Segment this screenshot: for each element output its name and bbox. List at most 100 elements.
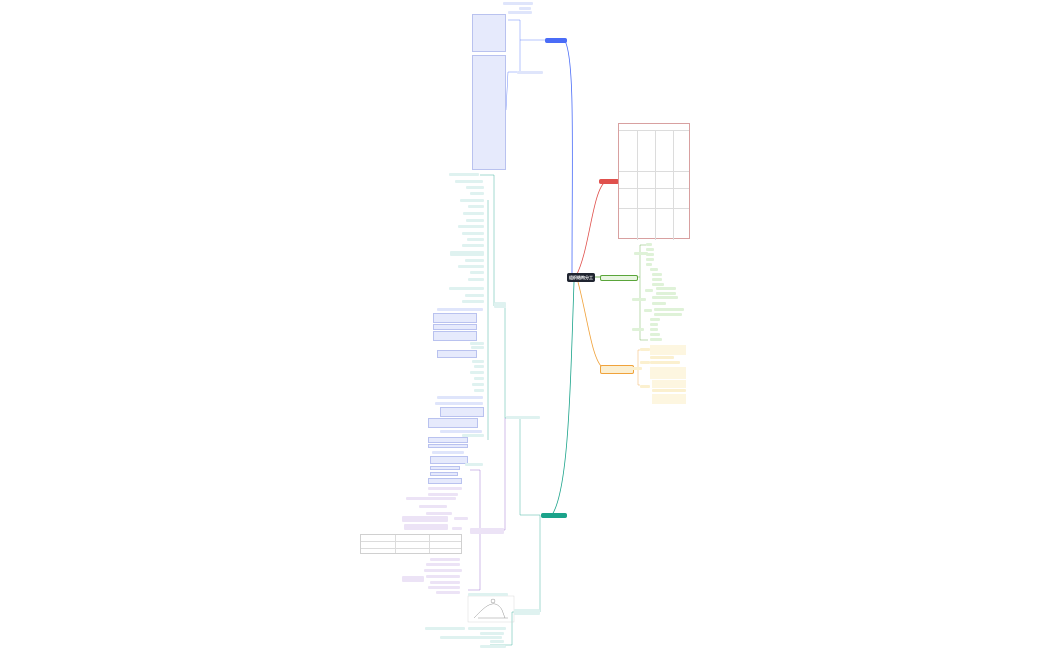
green-leaf[interactable] xyxy=(652,278,662,281)
teal-leaf[interactable] xyxy=(465,294,484,297)
purple-leaf[interactable] xyxy=(406,497,456,500)
teal-leaf[interactable] xyxy=(463,212,484,215)
purple-leaf[interactable] xyxy=(402,576,424,582)
green-leaf[interactable] xyxy=(646,248,654,251)
purple-leaf[interactable] xyxy=(426,575,460,578)
teal-leaf[interactable] xyxy=(470,371,484,374)
teal-leaf[interactable] xyxy=(480,645,506,648)
teal-leaf[interactable] xyxy=(449,287,484,290)
teal-leaf[interactable] xyxy=(462,244,484,247)
blue-text-block[interactable] xyxy=(472,14,506,52)
green-leaf[interactable] xyxy=(632,328,644,331)
purple-leaf[interactable] xyxy=(430,558,460,561)
branch-blue[interactable] xyxy=(545,38,567,43)
blue-text-block[interactable] xyxy=(433,324,477,330)
blue-text-block[interactable] xyxy=(430,456,468,464)
teal-leaf[interactable] xyxy=(514,609,540,615)
purple-leaf[interactable] xyxy=(454,517,468,520)
teal-leaf[interactable] xyxy=(472,360,484,363)
teal-leaf[interactable] xyxy=(468,205,484,208)
green-leaf[interactable] xyxy=(650,318,660,321)
orange-leaf[interactable] xyxy=(632,367,642,370)
teal-leaf[interactable] xyxy=(458,225,484,228)
teal-leaf[interactable] xyxy=(474,377,484,380)
teal-leaf[interactable] xyxy=(450,251,484,256)
teal-leaf[interactable] xyxy=(480,632,504,635)
purple-leaf[interactable] xyxy=(428,487,462,490)
green-leaf[interactable] xyxy=(650,333,660,336)
blue-leaf[interactable] xyxy=(517,71,543,74)
teal-leaf[interactable] xyxy=(455,180,483,183)
orange-leaf[interactable] xyxy=(640,385,650,388)
teal-leaf[interactable] xyxy=(458,265,484,268)
green-leaf[interactable] xyxy=(654,308,684,311)
purple-leaf[interactable] xyxy=(424,569,462,572)
blue-leaf[interactable] xyxy=(508,11,532,14)
green-leaf[interactable] xyxy=(634,252,648,255)
teal-leaf[interactable] xyxy=(466,219,484,222)
blue-text-block[interactable] xyxy=(430,472,458,476)
purple-leaf[interactable] xyxy=(436,591,460,594)
blue-long-text-block[interactable] xyxy=(472,55,506,170)
blue-text-block[interactable] xyxy=(428,444,468,448)
blue-text-block[interactable] xyxy=(428,478,462,484)
green-leaf[interactable] xyxy=(654,313,682,316)
green-leaf[interactable] xyxy=(652,283,664,286)
blue-leaf[interactable] xyxy=(432,451,464,454)
blue-text-block[interactable] xyxy=(440,407,484,417)
teal-leaf[interactable] xyxy=(470,192,484,195)
branch-green[interactable] xyxy=(600,275,638,281)
blue-text-block[interactable] xyxy=(433,313,477,323)
green-leaf[interactable] xyxy=(652,273,662,276)
green-leaf[interactable] xyxy=(646,243,652,246)
teal-leaf[interactable] xyxy=(462,232,484,235)
green-leaf[interactable] xyxy=(645,289,653,292)
purple-leaf[interactable] xyxy=(430,581,460,584)
purple-leaf[interactable] xyxy=(426,563,460,566)
green-leaf[interactable] xyxy=(644,309,652,312)
green-leaf[interactable] xyxy=(650,323,658,326)
blue-leaf[interactable] xyxy=(503,2,533,5)
blue-text-block[interactable] xyxy=(428,437,468,443)
teal-leaf[interactable] xyxy=(425,627,465,630)
purple-leaf[interactable] xyxy=(428,586,460,589)
orange-leaf[interactable] xyxy=(650,361,680,364)
teal-leaf[interactable] xyxy=(440,636,502,639)
teal-leaf[interactable] xyxy=(468,278,484,281)
purple-leaf[interactable] xyxy=(426,512,452,515)
blue-leaf[interactable] xyxy=(437,396,483,399)
teal-leaf[interactable] xyxy=(470,342,484,345)
teal-leaf[interactable] xyxy=(462,434,484,437)
green-leaf[interactable] xyxy=(652,296,678,299)
teal-leaf[interactable] xyxy=(468,627,506,630)
orange-leaf[interactable] xyxy=(650,356,674,359)
green-leaf[interactable] xyxy=(646,253,654,256)
green-leaf[interactable] xyxy=(650,338,662,341)
blue-leaf[interactable] xyxy=(519,7,531,10)
green-leaf[interactable] xyxy=(646,258,654,261)
purple-leaf[interactable] xyxy=(404,524,448,530)
blue-leaf[interactable] xyxy=(440,430,482,433)
teal-leaf[interactable] xyxy=(474,389,484,392)
green-leaf[interactable] xyxy=(656,292,676,295)
teal-leaf[interactable] xyxy=(465,259,484,262)
purple-leaf[interactable] xyxy=(470,528,504,534)
blue-leaf[interactable] xyxy=(437,308,483,311)
purple-leaf[interactable] xyxy=(402,516,448,522)
orange-text-block[interactable] xyxy=(650,367,686,379)
teal-leaf[interactable] xyxy=(465,463,483,466)
teal-leaf[interactable] xyxy=(474,365,484,368)
branch-orange[interactable] xyxy=(600,365,634,374)
orange-leaf[interactable] xyxy=(640,348,650,351)
teal-leaf[interactable] xyxy=(466,186,484,189)
blue-text-block[interactable] xyxy=(428,418,478,428)
blue-text-block[interactable] xyxy=(433,331,477,341)
teal-leaf[interactable] xyxy=(460,199,484,202)
blue-text-block[interactable] xyxy=(437,350,477,358)
purple-leaf[interactable] xyxy=(419,505,447,508)
root-node[interactable]: 组织结构分工 xyxy=(567,273,595,282)
teal-leaf[interactable] xyxy=(449,173,479,176)
teal-leaf[interactable] xyxy=(471,346,484,349)
orange-leaf[interactable] xyxy=(640,361,650,364)
teal-leaf[interactable] xyxy=(506,416,540,419)
